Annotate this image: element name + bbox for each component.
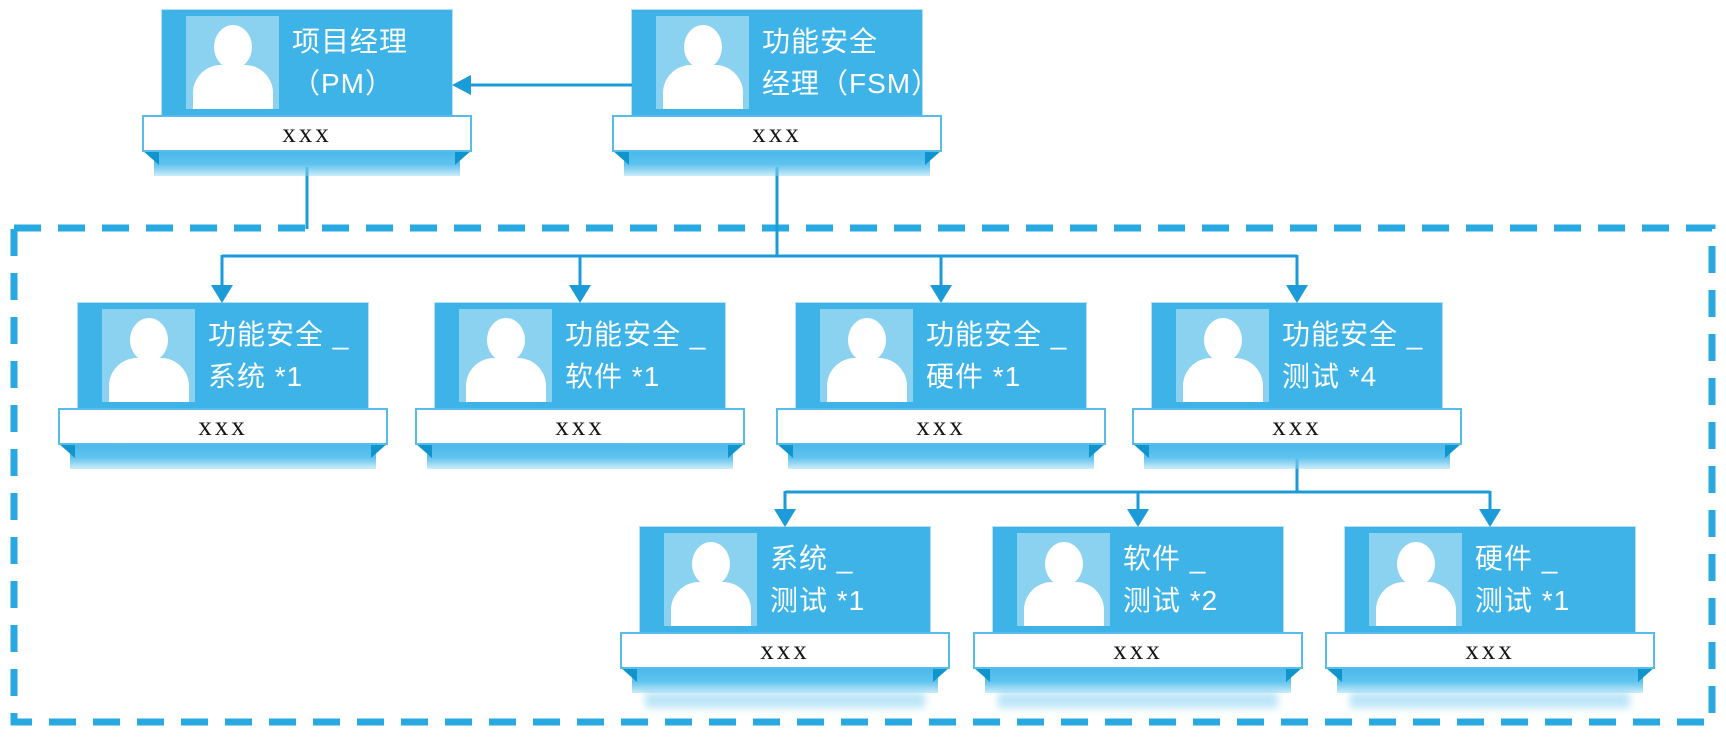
node-title-line2: 软件 *1 <box>565 360 661 392</box>
name-plate: xxx <box>776 408 1106 445</box>
node-title-line1: 功能安全 _ <box>1282 318 1424 350</box>
fold-notch <box>1325 667 1342 682</box>
pedestal <box>1337 667 1643 693</box>
node-title: 功能安全 经理（FSM） <box>762 10 940 115</box>
person-icon <box>1176 309 1269 402</box>
person-icon <box>820 309 913 402</box>
fold-notch <box>728 443 745 458</box>
pedestal <box>632 667 938 693</box>
node-card: 软件 _ 测试 *2 <box>993 527 1283 632</box>
fold-notch <box>620 667 637 682</box>
node-card: 功能安全 _ 系统 *1 <box>78 303 368 408</box>
person-icon <box>102 309 195 402</box>
node-card: 硬件 _ 测试 *1 <box>1345 527 1635 632</box>
name-plate: xxx <box>1132 408 1462 445</box>
node-title-line1: 系统 _ <box>770 542 854 574</box>
name-plate: xxx <box>58 408 388 445</box>
fold-notch <box>776 443 793 458</box>
node-title-line2: 硬件 *1 <box>926 360 1022 392</box>
org-node-software-test: 软件 _ 测试 *2 xxx <box>973 527 1303 693</box>
node-title: 功能安全 _ 软件 *1 <box>565 303 706 408</box>
node-title-line2: 测试 *1 <box>1475 584 1571 616</box>
pedestal <box>788 443 1094 469</box>
pedestal <box>154 150 460 176</box>
fold-notch <box>142 150 159 165</box>
node-title: 项目经理 （PM） <box>292 10 408 115</box>
node-title: 系统 _ 测试 *1 <box>770 527 865 632</box>
node-title-line1: 软件 _ <box>1123 542 1207 574</box>
node-title-line2: 系统 *1 <box>208 360 304 392</box>
fold-notch <box>1445 443 1462 458</box>
node-title-line1: 功能安全 _ <box>926 318 1068 350</box>
fold-notch <box>58 443 75 458</box>
fold-notch <box>1638 667 1655 682</box>
arrowheads <box>211 75 1501 527</box>
node-title: 软件 _ 测试 *2 <box>1123 527 1218 632</box>
name-plate: xxx <box>1325 632 1655 669</box>
person-icon <box>664 533 757 626</box>
person-icon <box>1369 533 1462 626</box>
fold-notch <box>1089 443 1106 458</box>
person-icon <box>1017 533 1110 626</box>
name-plate: xxx <box>415 408 745 445</box>
name-plate: xxx <box>620 632 950 669</box>
group-boundary <box>10 224 1716 726</box>
node-title-line2: 经理（FSM） <box>762 67 941 99</box>
pedestal <box>624 150 930 176</box>
reflection <box>998 692 1278 708</box>
pedestal <box>427 443 733 469</box>
fold-notch <box>455 150 472 165</box>
org-node-fsm: 功能安全 经理（FSM） xxx <box>612 10 942 176</box>
node-title-line1: 功能安全 <box>762 25 879 57</box>
node-card: 功能安全 _ 硬件 *1 <box>796 303 1086 408</box>
pedestal <box>985 667 1291 693</box>
org-node-fs-system: 功能安全 _ 系统 *1 xxx <box>58 303 388 469</box>
pedestal <box>1144 443 1450 469</box>
name-plate: xxx <box>142 115 472 152</box>
fold-notch <box>371 443 388 458</box>
reflection <box>645 692 925 708</box>
fold-notch <box>415 443 432 458</box>
node-card: 功能安全 _ 测试 *4 <box>1152 303 1442 408</box>
fold-notch <box>1286 667 1303 682</box>
node-title-line2: 测试 *4 <box>1282 360 1378 392</box>
node-title-line2: 测试 *2 <box>1123 584 1219 616</box>
name-plate: xxx <box>973 632 1303 669</box>
org-node-fs-test: 功能安全 _ 测试 *4 xxx <box>1132 303 1462 469</box>
node-title-line2: 测试 *1 <box>770 584 866 616</box>
person-icon <box>656 16 749 109</box>
node-title-line1: 硬件 _ <box>1475 542 1559 574</box>
node-card: 项目经理 （PM） <box>162 10 452 115</box>
node-card: 功能安全 _ 软件 *1 <box>435 303 725 408</box>
person-icon <box>186 16 279 109</box>
org-node-system-test: 系统 _ 测试 *1 xxx <box>620 527 950 693</box>
org-node-hardware-test: 硬件 _ 测试 *1 xxx <box>1325 527 1655 693</box>
node-title-line1: 功能安全 _ <box>208 318 350 350</box>
node-title-line2: （PM） <box>292 67 395 99</box>
fold-notch <box>612 150 629 165</box>
node-card: 系统 _ 测试 *1 <box>640 527 930 632</box>
fold-notch <box>973 667 990 682</box>
fold-notch <box>1132 443 1149 458</box>
org-node-pm: 项目经理 （PM） xxx <box>142 10 472 176</box>
node-card: 功能安全 经理（FSM） <box>632 10 939 115</box>
name-plate: xxx <box>612 115 942 152</box>
node-title-line1: 项目经理 <box>292 25 409 57</box>
person-icon <box>459 309 552 402</box>
fold-notch <box>933 667 950 682</box>
org-node-fs-hardware: 功能安全 _ 硬件 *1 xxx <box>776 303 1106 469</box>
org-node-fs-software: 功能安全 _ 软件 *1 xxx <box>415 303 745 469</box>
node-title-line1: 功能安全 _ <box>565 318 707 350</box>
pedestal <box>70 443 376 469</box>
fold-notch <box>925 150 942 165</box>
reflection <box>1350 692 1630 708</box>
node-title: 功能安全 _ 测试 *4 <box>1282 303 1423 408</box>
node-title: 功能安全 _ 硬件 *1 <box>926 303 1067 408</box>
node-title: 硬件 _ 测试 *1 <box>1475 527 1570 632</box>
node-title: 功能安全 _ 系统 *1 <box>208 303 349 408</box>
